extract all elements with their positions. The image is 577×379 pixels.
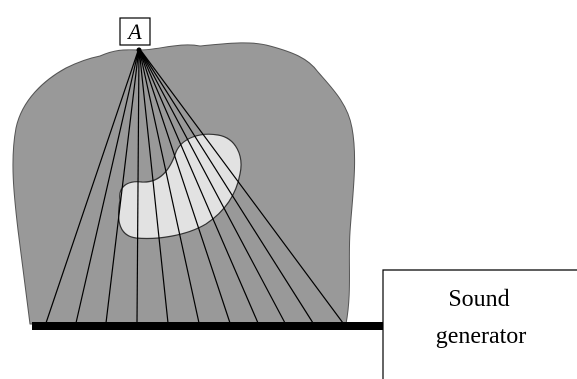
generator-label-line1: Sound (448, 286, 509, 312)
source-point (136, 47, 142, 53)
generator-label-line2: generator (436, 323, 527, 349)
ray-line (138, 47, 286, 324)
ray-line (75, 47, 140, 324)
ray-line (138, 47, 231, 324)
source-label: A (126, 19, 142, 44)
source-box (119, 17, 151, 46)
ray-line (138, 47, 169, 324)
ray-line (136, 47, 140, 324)
ray-line (138, 47, 259, 324)
ray-line (45, 47, 140, 324)
ray-line (138, 47, 314, 324)
ray-fan (45, 47, 344, 324)
ray-line (105, 47, 140, 324)
baseline-bar (32, 322, 384, 330)
ray-line (138, 47, 200, 324)
ray-line (138, 47, 344, 324)
